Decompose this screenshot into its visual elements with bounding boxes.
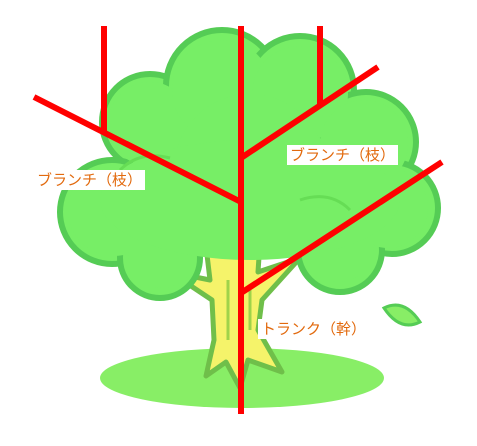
- branch-label-left: ブランチ（枝）: [34, 170, 146, 190]
- trunk-label: トランク（幹）: [258, 319, 370, 339]
- branch-line-left: [32, 94, 243, 205]
- trunk-grooves: [226, 280, 252, 340]
- branch-line-lower-right: [239, 159, 444, 296]
- falling-leaf-icon: [381, 303, 423, 327]
- foliage-interior: [68, 40, 428, 288]
- branch-lines: [32, 26, 444, 414]
- foliage-detail: [118, 154, 352, 212]
- branch-line-upper-right: [239, 64, 380, 161]
- branch-label-right: ブランチ（枝）: [287, 145, 399, 165]
